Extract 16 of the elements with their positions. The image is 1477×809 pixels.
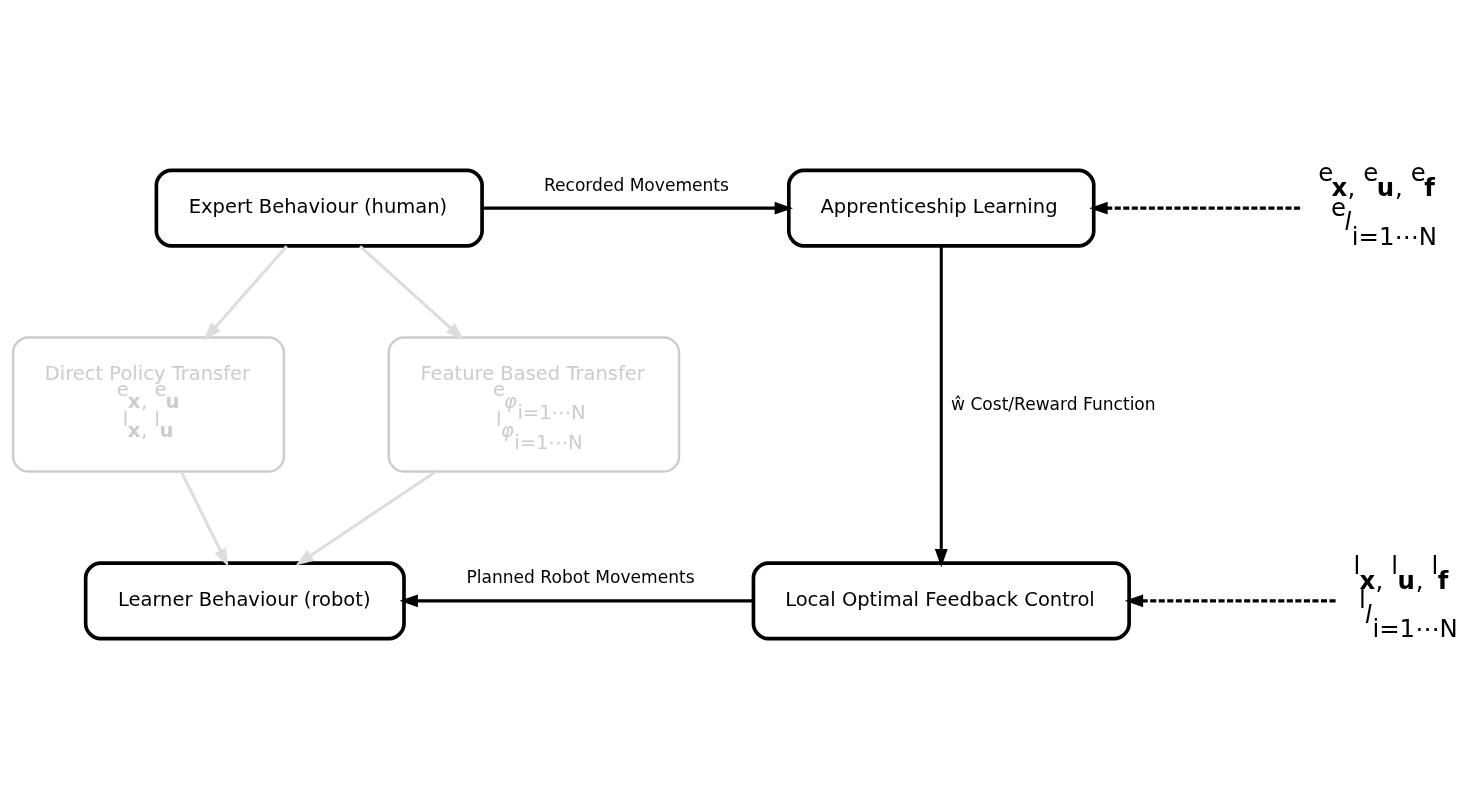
arrow xyxy=(934,246,948,568)
node-box: Expert Behaviour (human) xyxy=(154,168,484,248)
edge-label: Recorded Movements xyxy=(543,174,729,195)
arrow xyxy=(399,594,754,608)
node-box: Local Optimal Feedback Control xyxy=(751,561,1131,641)
node-box: Learner Behaviour (robot) xyxy=(83,561,406,641)
arrow xyxy=(203,245,288,341)
edge-label: Planned Robot Movements xyxy=(466,567,695,588)
arrow xyxy=(295,470,437,566)
arrow xyxy=(482,201,793,215)
edge-label: ŵ Cost/Reward Function xyxy=(951,393,1156,414)
arrow xyxy=(1089,201,1303,215)
arrow xyxy=(359,245,464,341)
node-box: Apprenticeship Learning xyxy=(786,168,1096,248)
arrow xyxy=(1124,594,1338,608)
arrow xyxy=(180,471,229,567)
